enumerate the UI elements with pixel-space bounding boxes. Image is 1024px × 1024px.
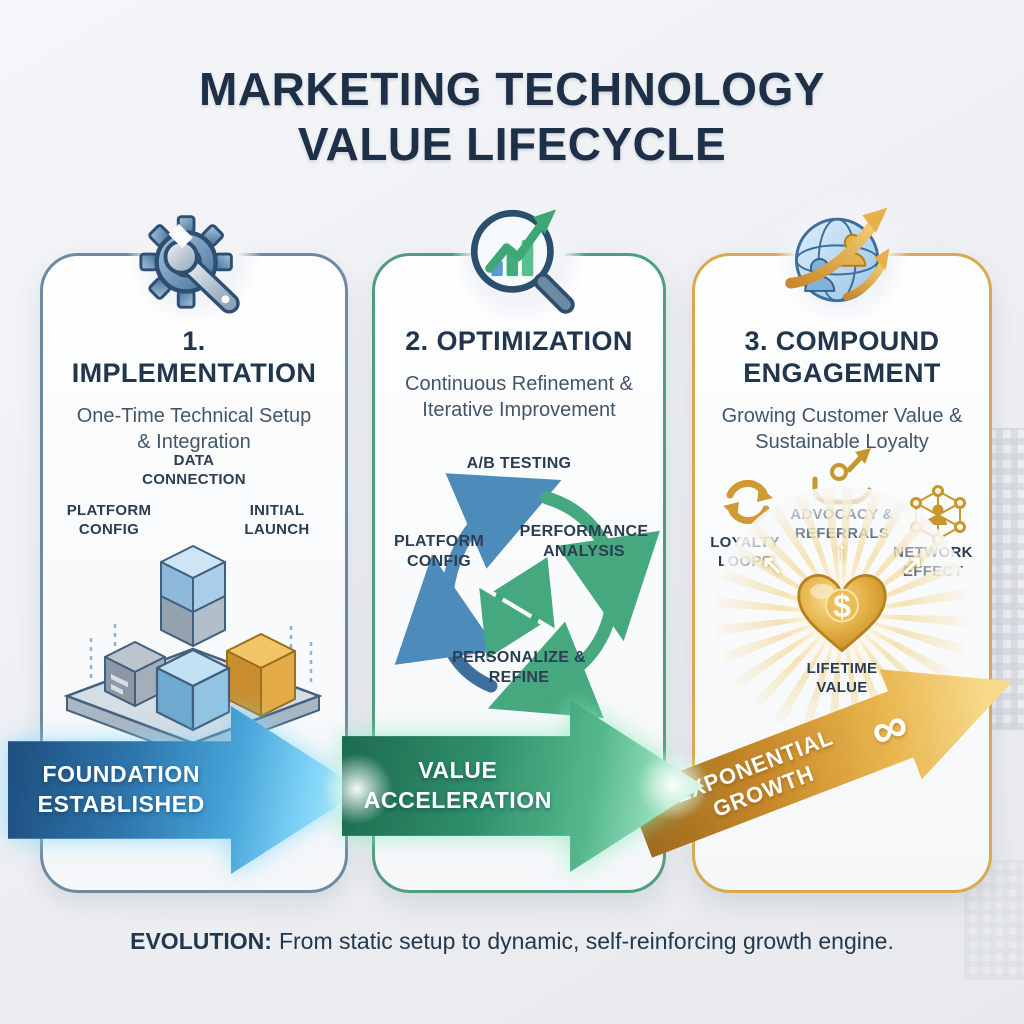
caption-prefix: EVOLUTION:: [130, 928, 272, 954]
page-title-line1: MARKETING TECHNOLOGY: [199, 63, 825, 115]
label-ab-testing: A/B TESTING: [466, 455, 572, 472]
infinity-icon: ∞: [862, 695, 916, 761]
panel3-title: 3. COMPOUND ENGAGEMENT: [743, 326, 941, 388]
label-personalize-refine: PERSONALIZE & REFINE: [452, 649, 586, 686]
label-lifetime-value: LIFETIME VALUE: [806, 660, 878, 696]
page-title-line2: VALUE LIFECYCLE: [297, 118, 727, 171]
dollar-symbol: $: [833, 588, 851, 624]
implementation-scene: DATA CONNECTION PLATFORM CONFIG INITIAL …: [43, 446, 345, 756]
panel1-title: 1. IMPLEMENTATION: [71, 326, 317, 388]
optimization-cycle: A/B TESTING PERFORMANCE ANALYSIS PERSONA…: [375, 446, 663, 756]
label-data-connection: DATA CONNECTION: [142, 452, 246, 488]
page-title: MARKETING TECHNOLOGY VALUE LIFECYCLE: [0, 62, 1024, 172]
panel-optimization: 2. OPTIMIZATION Continuous Refinement & …: [372, 192, 666, 893]
label-platform-config-cycle: PLATFORM CONFIG: [393, 533, 485, 570]
green-arrow-tip-flare: [636, 748, 710, 822]
gear-wrench-icon: [124, 192, 264, 324]
ray-arrow-right-icon: ↗: [900, 550, 923, 580]
ray-arrow-up-icon: ↑: [835, 536, 849, 566]
globe-growth-icon: [772, 192, 912, 324]
value-acceleration-label: VALUE ACCELERATION: [363, 757, 552, 813]
isometric-platform-illustration: [63, 545, 323, 754]
magnifier-growth-icon: [449, 192, 589, 324]
panel2-subtitle: Continuous Refinement & Iterative Improv…: [405, 372, 633, 421]
engagement-features: LOYALTY LOOPS ADVOCACY & REFERRALS NETWO…: [695, 446, 989, 756]
panel1-subtitle: One-Time Technical Setup & Integration: [76, 404, 312, 453]
label-initial-launch: INITIAL LAUNCH: [244, 502, 310, 538]
blue-arrow-tip-flare: [320, 752, 394, 826]
foundation-established-arrow: FOUNDATION ESTABLISHED: [8, 706, 362, 874]
label-performance-analysis: PERFORMANCE ANALYSIS: [519, 523, 649, 560]
panel-compound-engagement: 3. COMPOUND ENGAGEMENT Growing Customer …: [692, 192, 992, 893]
lifetime-value-heart-icon: $: [790, 566, 894, 665]
label-platform-config: PLATFORM CONFIG: [66, 502, 152, 538]
panel3-subtitle: Growing Customer Value & Sustainable Loy…: [721, 404, 963, 453]
ray-arrow-left-icon: ↖: [761, 550, 784, 580]
caption-text: From static setup to dynamic, self-reinf…: [278, 928, 894, 954]
cycle-arrows-illustration: [394, 473, 660, 719]
evolution-caption: EVOLUTION:From static setup to dynamic, …: [0, 928, 1024, 955]
foundation-established-label: FOUNDATION ESTABLISHED: [37, 761, 205, 817]
panel2-title: 2. OPTIMIZATION: [405, 326, 633, 356]
